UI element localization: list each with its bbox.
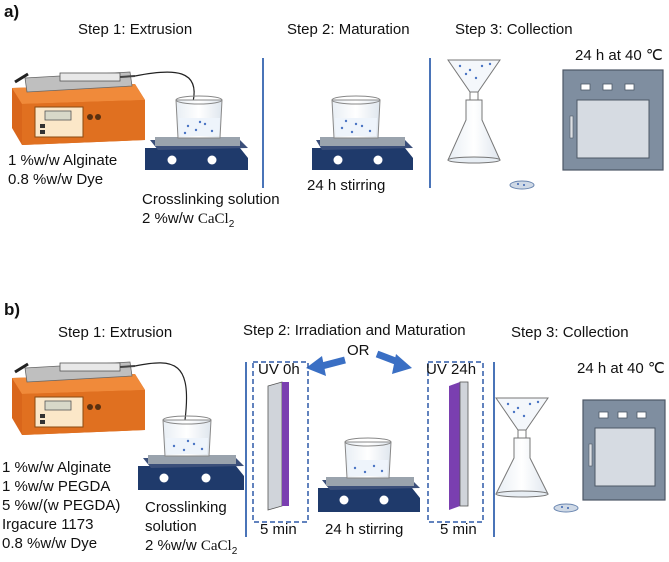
ink-composition-line: 1 %w/w Alginate	[2, 459, 112, 476]
ink-composition-line: 5 %w/(w PEGDA)	[2, 497, 121, 514]
beaker-icon	[344, 437, 392, 479]
ink-composition-line: 1 %w/w Alginate	[8, 152, 118, 169]
step2-title: Step 2: Irradiation and Maturation	[243, 322, 466, 339]
oven-icon	[582, 399, 666, 501]
magnetic-stirrer-icon	[138, 455, 244, 490]
uv-time-label: 5 min	[440, 521, 477, 538]
uv-lamp-icon	[449, 381, 469, 510]
oven-label: 24 h at 40 ℃	[575, 47, 663, 64]
crosslinking-concentration: 2 %w/w CaCl2	[145, 537, 238, 558]
divider-b-1	[245, 362, 247, 537]
filter-funnel-flask-icon	[495, 397, 549, 498]
petri-dish-icon	[553, 503, 579, 513]
step1-title: Step 1: Extrusion	[58, 324, 173, 341]
crosslinking-label: solution	[145, 518, 197, 535]
uv-24h-box	[427, 361, 484, 523]
panel-a-label: a)	[4, 2, 20, 21]
stirring-label: 24 h stirring	[325, 521, 404, 538]
tubing-line	[134, 71, 195, 103]
or-arrows	[306, 350, 412, 376]
crosslinking-label: Crosslinking	[145, 499, 227, 516]
step3-title: Step 3: Collection	[455, 21, 573, 38]
uv-0h-label: UV 0h	[258, 361, 300, 378]
divider-a-1	[262, 58, 264, 188]
syringe-pump-icon	[12, 361, 145, 435]
beaker-icon	[175, 95, 223, 139]
uv-24h-label: UV 24h	[426, 361, 477, 378]
panel-b-label: b)	[4, 300, 21, 319]
filter-funnel-flask-icon	[447, 59, 501, 164]
magnetic-stirrer-icon	[312, 137, 413, 170]
beaker-icon	[162, 415, 212, 457]
ink-composition-line: Irgacure 1173	[2, 516, 94, 533]
beaker-icon	[331, 95, 381, 139]
uv-0h-box	[252, 361, 309, 523]
oven-label: 24 h at 40 ℃	[577, 360, 665, 377]
or-label: OR	[347, 342, 370, 359]
oven-icon	[562, 69, 664, 171]
petri-dish-icon	[509, 180, 535, 190]
crosslinking-label: Crosslinking solution	[142, 191, 280, 208]
stirring-label: 24 h stirring	[307, 177, 386, 194]
divider-a-2	[429, 58, 431, 188]
step1-title: Step 1: Extrusion	[78, 21, 193, 38]
uv-time-label: 5 min	[260, 521, 297, 538]
magnetic-stirrer-icon	[318, 477, 420, 512]
ink-composition-line: 0.8 %w/w Dye	[8, 171, 104, 188]
divider-b-2	[493, 362, 495, 537]
ink-composition-line: 0.8 %w/w Dye	[2, 535, 98, 552]
step2-title: Step 2: Maturation	[287, 21, 410, 38]
crosslinking-concentration: 2 %w/w CaCl2	[142, 210, 235, 231]
ink-composition-line: 1 %w/w PEGDA	[2, 478, 111, 495]
tubing-line	[134, 362, 188, 421]
magnetic-stirrer-icon	[145, 137, 248, 170]
step3-title: Step 3: Collection	[511, 324, 629, 341]
uv-lamp-icon	[267, 381, 289, 511]
syringe-pump-icon	[12, 71, 145, 145]
